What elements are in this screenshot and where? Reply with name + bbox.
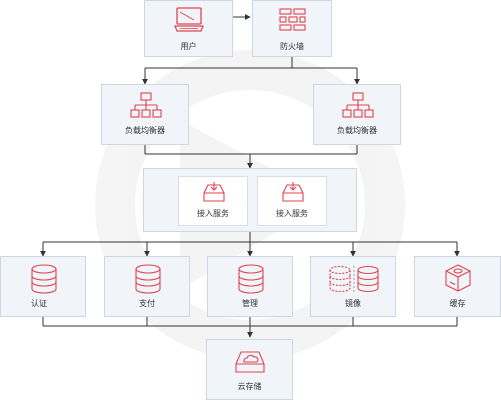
connectors [40, 14, 460, 338]
node-storage-label: 云存储 [237, 382, 262, 391]
node-mirror[interactable]: 镜像 [310, 256, 396, 317]
node-mirror-label: 镜像 [345, 299, 361, 308]
node-access2-label: 接入服务 [276, 209, 308, 218]
node-access1-label: 接入服务 [197, 209, 229, 218]
cloud-storage-icon [235, 351, 265, 373]
node-cache[interactable]: 缓存 [414, 256, 501, 317]
load-balancer-icon [130, 92, 162, 118]
cache-cube-icon [445, 264, 471, 292]
database-icon [31, 264, 57, 294]
node-lb1-label: 负载均衡器 [125, 126, 165, 135]
node-user-label: 用户 [180, 42, 197, 51]
database-icon [135, 264, 161, 294]
node-auth-label: 认证 [31, 299, 47, 308]
download-inbox-icon [203, 182, 225, 202]
node-user[interactable]: 用户 [144, 0, 233, 57]
load-balancer-icon [342, 92, 374, 118]
database-icon [238, 264, 264, 294]
node-pay[interactable]: 支付 [104, 256, 190, 317]
node-manage[interactable]: 管理 [207, 256, 293, 317]
node-firewall[interactable]: 防火墙 [252, 0, 332, 57]
node-storage[interactable]: 云存储 [206, 339, 293, 400]
mirrored-database-icon [329, 265, 379, 293]
firewall-icon [279, 8, 306, 31]
node-manage-label: 管理 [242, 299, 258, 308]
download-inbox-icon [282, 182, 304, 202]
node-pay-label: 支付 [139, 299, 155, 308]
node-firewall-label: 防火墙 [280, 42, 304, 51]
node-access1[interactable]: 接入服务 [178, 176, 248, 226]
node-auth[interactable]: 认证 [0, 256, 86, 317]
node-cache-label: 缓存 [449, 299, 466, 308]
access-group: 接入服务 接入服务 [143, 168, 357, 232]
node-lb2[interactable]: 负载均衡器 [313, 84, 401, 145]
node-access2[interactable]: 接入服务 [257, 176, 327, 226]
node-lb1[interactable]: 负载均衡器 [101, 84, 189, 145]
node-lb2-label: 负载均衡器 [337, 126, 377, 135]
computer-icon [174, 7, 204, 32]
